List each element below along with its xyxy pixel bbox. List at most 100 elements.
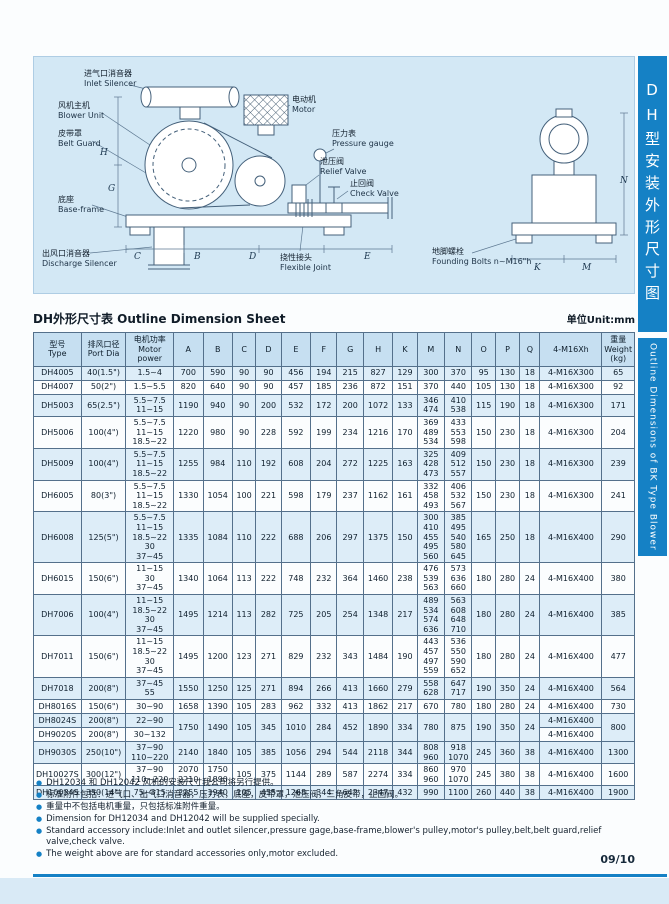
dimension-cell: 180 [471, 562, 496, 596]
dimension-cell: 456 [280, 365, 312, 381]
column-header: 电机功率 Motor power [125, 332, 175, 367]
note-text: Standard accessory include:Inlet and out… [46, 825, 602, 848]
dimension-cell: 105 [231, 763, 257, 787]
dimension-cell: 24 [519, 713, 541, 742]
dimension-cell: 2274 [362, 763, 394, 787]
dimension-cell: 364 [336, 562, 364, 596]
dim-letter-h: H [99, 148, 108, 158]
dimension-cell: 232 [310, 562, 338, 596]
dimension-cell: 918 1070 [444, 740, 473, 765]
dimension-cell: 18 [519, 447, 541, 481]
port-dia-cell: 150(6") [80, 562, 127, 596]
dimension-cell: 1658 [173, 699, 204, 714]
dimension-cell: 222 [255, 511, 282, 564]
dimension-cell: 133 [392, 393, 418, 417]
dimension-cell: 780 [444, 699, 473, 714]
dim-letter-c: C [134, 252, 141, 262]
column-header: 重量 Weight (kg) [601, 332, 635, 367]
dimension-cell: 2347 [362, 785, 394, 801]
port-dia-cell: 100(4") [80, 415, 127, 449]
pressure-gauge-shape [313, 148, 327, 203]
dimension-cell: 190 [392, 635, 418, 678]
dimension-cell: 598 [280, 479, 312, 513]
motor-power-cell: 1.5~4 [125, 365, 175, 381]
dimension-cell: 266 [310, 676, 338, 701]
bolt-cell: 4-M16X400 [539, 785, 603, 801]
dimension-cell: 205 [310, 594, 338, 637]
dimension-cell: 190 [471, 713, 496, 742]
dimension-cell: 1054 [202, 479, 233, 513]
model-cell: DH4007 [33, 379, 82, 395]
dimension-cell: 1490 [202, 713, 233, 742]
callout-en: Discharge Silencer [42, 259, 117, 268]
dimension-cell: 280 [494, 635, 521, 678]
dimension-cell: 151 [392, 379, 418, 395]
inlet-silencer-shape [140, 86, 240, 120]
dimension-cell: 150 [471, 447, 496, 481]
dimension-cell: 1660 [362, 676, 394, 701]
callout-blower-unit: 风机主机 Blower Unit [58, 101, 104, 121]
dimension-cell: 670 [416, 699, 446, 714]
callout-inlet-silencer: 进气口消音器 Inlet Silencer [84, 69, 136, 89]
weight-cell: 800 [601, 713, 635, 742]
dimension-cell: 433 553 598 [444, 415, 473, 449]
dim-letter-k: K [533, 263, 542, 273]
port-dia-cell: 200(8") [80, 676, 127, 701]
dimension-cell: 38 [519, 763, 541, 787]
dimension-cell: 563 608 648 710 [444, 594, 473, 637]
port-dia-cell: 350(14") [80, 785, 127, 801]
callout-en: Base-frame [58, 205, 105, 214]
dimension-cell: 640 [202, 379, 233, 395]
dimension-cell: 990 [416, 785, 446, 801]
dimension-cell: 217 [392, 699, 418, 714]
port-dia-cell: 50(2") [80, 379, 127, 395]
column-header: P [494, 332, 521, 367]
motor-shape [243, 94, 289, 136]
dimension-cell: 808 960 [416, 740, 446, 765]
sidebar-title-block: DH型安装外形尺寸图 [638, 56, 667, 332]
dimension-cell: 872 [362, 379, 394, 395]
port-dia-cell: 65(2.5") [80, 393, 127, 417]
dimension-cell: 18 [519, 379, 541, 395]
sidebar-title: DH型安装外形尺寸图 [643, 81, 661, 307]
callout-zh: 皮带罩 [58, 129, 82, 138]
column-header: B [202, 332, 233, 367]
dimension-cell: 325 428 473 [416, 447, 446, 481]
dimension-cell: 1250 [202, 676, 233, 701]
callout-zh: 进气口消音器 [84, 69, 132, 78]
column-header: 排风口径 Port Dia [80, 332, 127, 367]
callout-base-frame: 底座 Base-frame [58, 195, 104, 215]
dimension-cell: 297 [336, 511, 364, 564]
model-cell: DH7006 [33, 594, 82, 637]
front-view [114, 86, 393, 270]
bolt-cell: 4-M16X400 [539, 562, 603, 596]
column-header: C [231, 332, 257, 367]
motor-power-cell: 11~15 30 37~45 [125, 562, 175, 596]
motor-power-cell: 75~315 [125, 785, 175, 801]
discharge-silencer-shape [148, 226, 190, 270]
dimension-cell: 345 [255, 713, 282, 742]
dimension-cell: 642 [336, 785, 364, 801]
dimension-cell: 163 [392, 447, 418, 481]
dimension-cell: 2118 [362, 740, 394, 765]
notes-list: ●DH12034 和 DH12042 风机的安装尺寸我公司将另行提供。●标准附件… [36, 778, 636, 861]
base-frame-shape [125, 214, 352, 236]
dimension-cell: 962 [280, 699, 312, 714]
dimension-cell: 150 [392, 511, 418, 564]
column-header: G [336, 332, 364, 367]
dimension-cell: 105 [471, 379, 496, 395]
dimension-cell: 161 [392, 479, 418, 513]
note-item: ●The weight above are for standard acces… [36, 849, 636, 861]
bolt-cell: 4-M16X400 [539, 699, 603, 714]
dimension-cell: 222 [255, 562, 282, 596]
note-text: 标准附件包括：进气口、出气口消音器，压力表，底座，皮带罩，泄压阀，三角皮带，止回… [46, 789, 404, 800]
model-cell: DH6015 [33, 562, 82, 596]
side-view [511, 108, 628, 263]
dimension-cell: 24 [519, 594, 541, 637]
